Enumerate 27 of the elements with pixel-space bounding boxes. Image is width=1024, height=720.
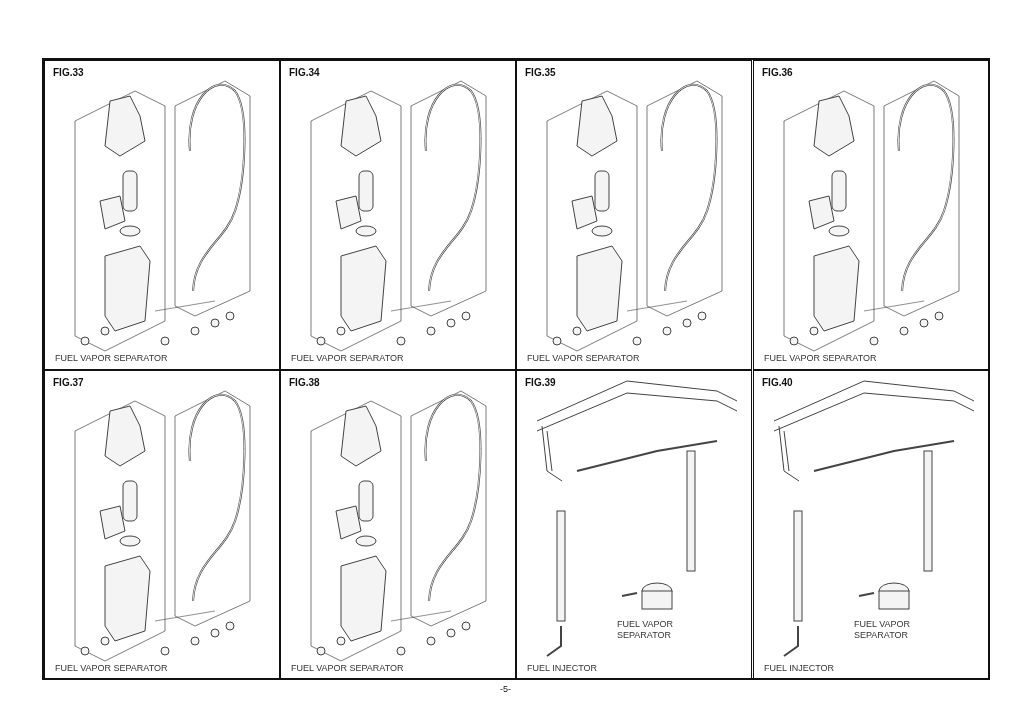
figure-title: FIG.33 xyxy=(53,67,84,78)
figure-caption: FUEL VAPOR SEPARATOR xyxy=(55,663,168,673)
figure-panel xyxy=(753,370,990,680)
figure-caption: FUEL VAPOR SEPARATOR xyxy=(764,353,877,363)
figure-title: FIG.40 xyxy=(762,377,793,388)
figure-panel xyxy=(280,370,516,680)
figure-title: FIG.38 xyxy=(289,377,320,388)
figure-panel xyxy=(44,370,280,680)
part-label: FUEL VAPOR SEPARATOR xyxy=(854,619,911,641)
figure-caption: FUEL INJECTOR xyxy=(527,663,597,673)
figure-panel xyxy=(516,370,752,680)
figure-caption: FUEL INJECTOR xyxy=(764,663,834,673)
figure-panel xyxy=(753,60,990,370)
figure-panel xyxy=(516,60,752,370)
part-label: FUEL VAPOR SEPARATOR xyxy=(617,619,674,641)
figure-title: FIG.35 xyxy=(525,67,556,78)
figure-title: FIG.37 xyxy=(53,377,84,388)
figure-caption: FUEL VAPOR SEPARATOR xyxy=(291,353,404,363)
figure-caption: FUEL VAPOR SEPARATOR xyxy=(527,353,640,363)
figure-caption: FUEL VAPOR SEPARATOR xyxy=(55,353,168,363)
figure-caption: FUEL VAPOR SEPARATOR xyxy=(291,663,404,673)
figure-panel xyxy=(280,60,516,370)
figure-panel xyxy=(44,60,280,370)
figure-title: FIG.39 xyxy=(525,377,556,388)
page-number: -5- xyxy=(500,684,511,694)
figure-title: FIG.34 xyxy=(289,67,320,78)
figure-title: FIG.36 xyxy=(762,67,793,78)
